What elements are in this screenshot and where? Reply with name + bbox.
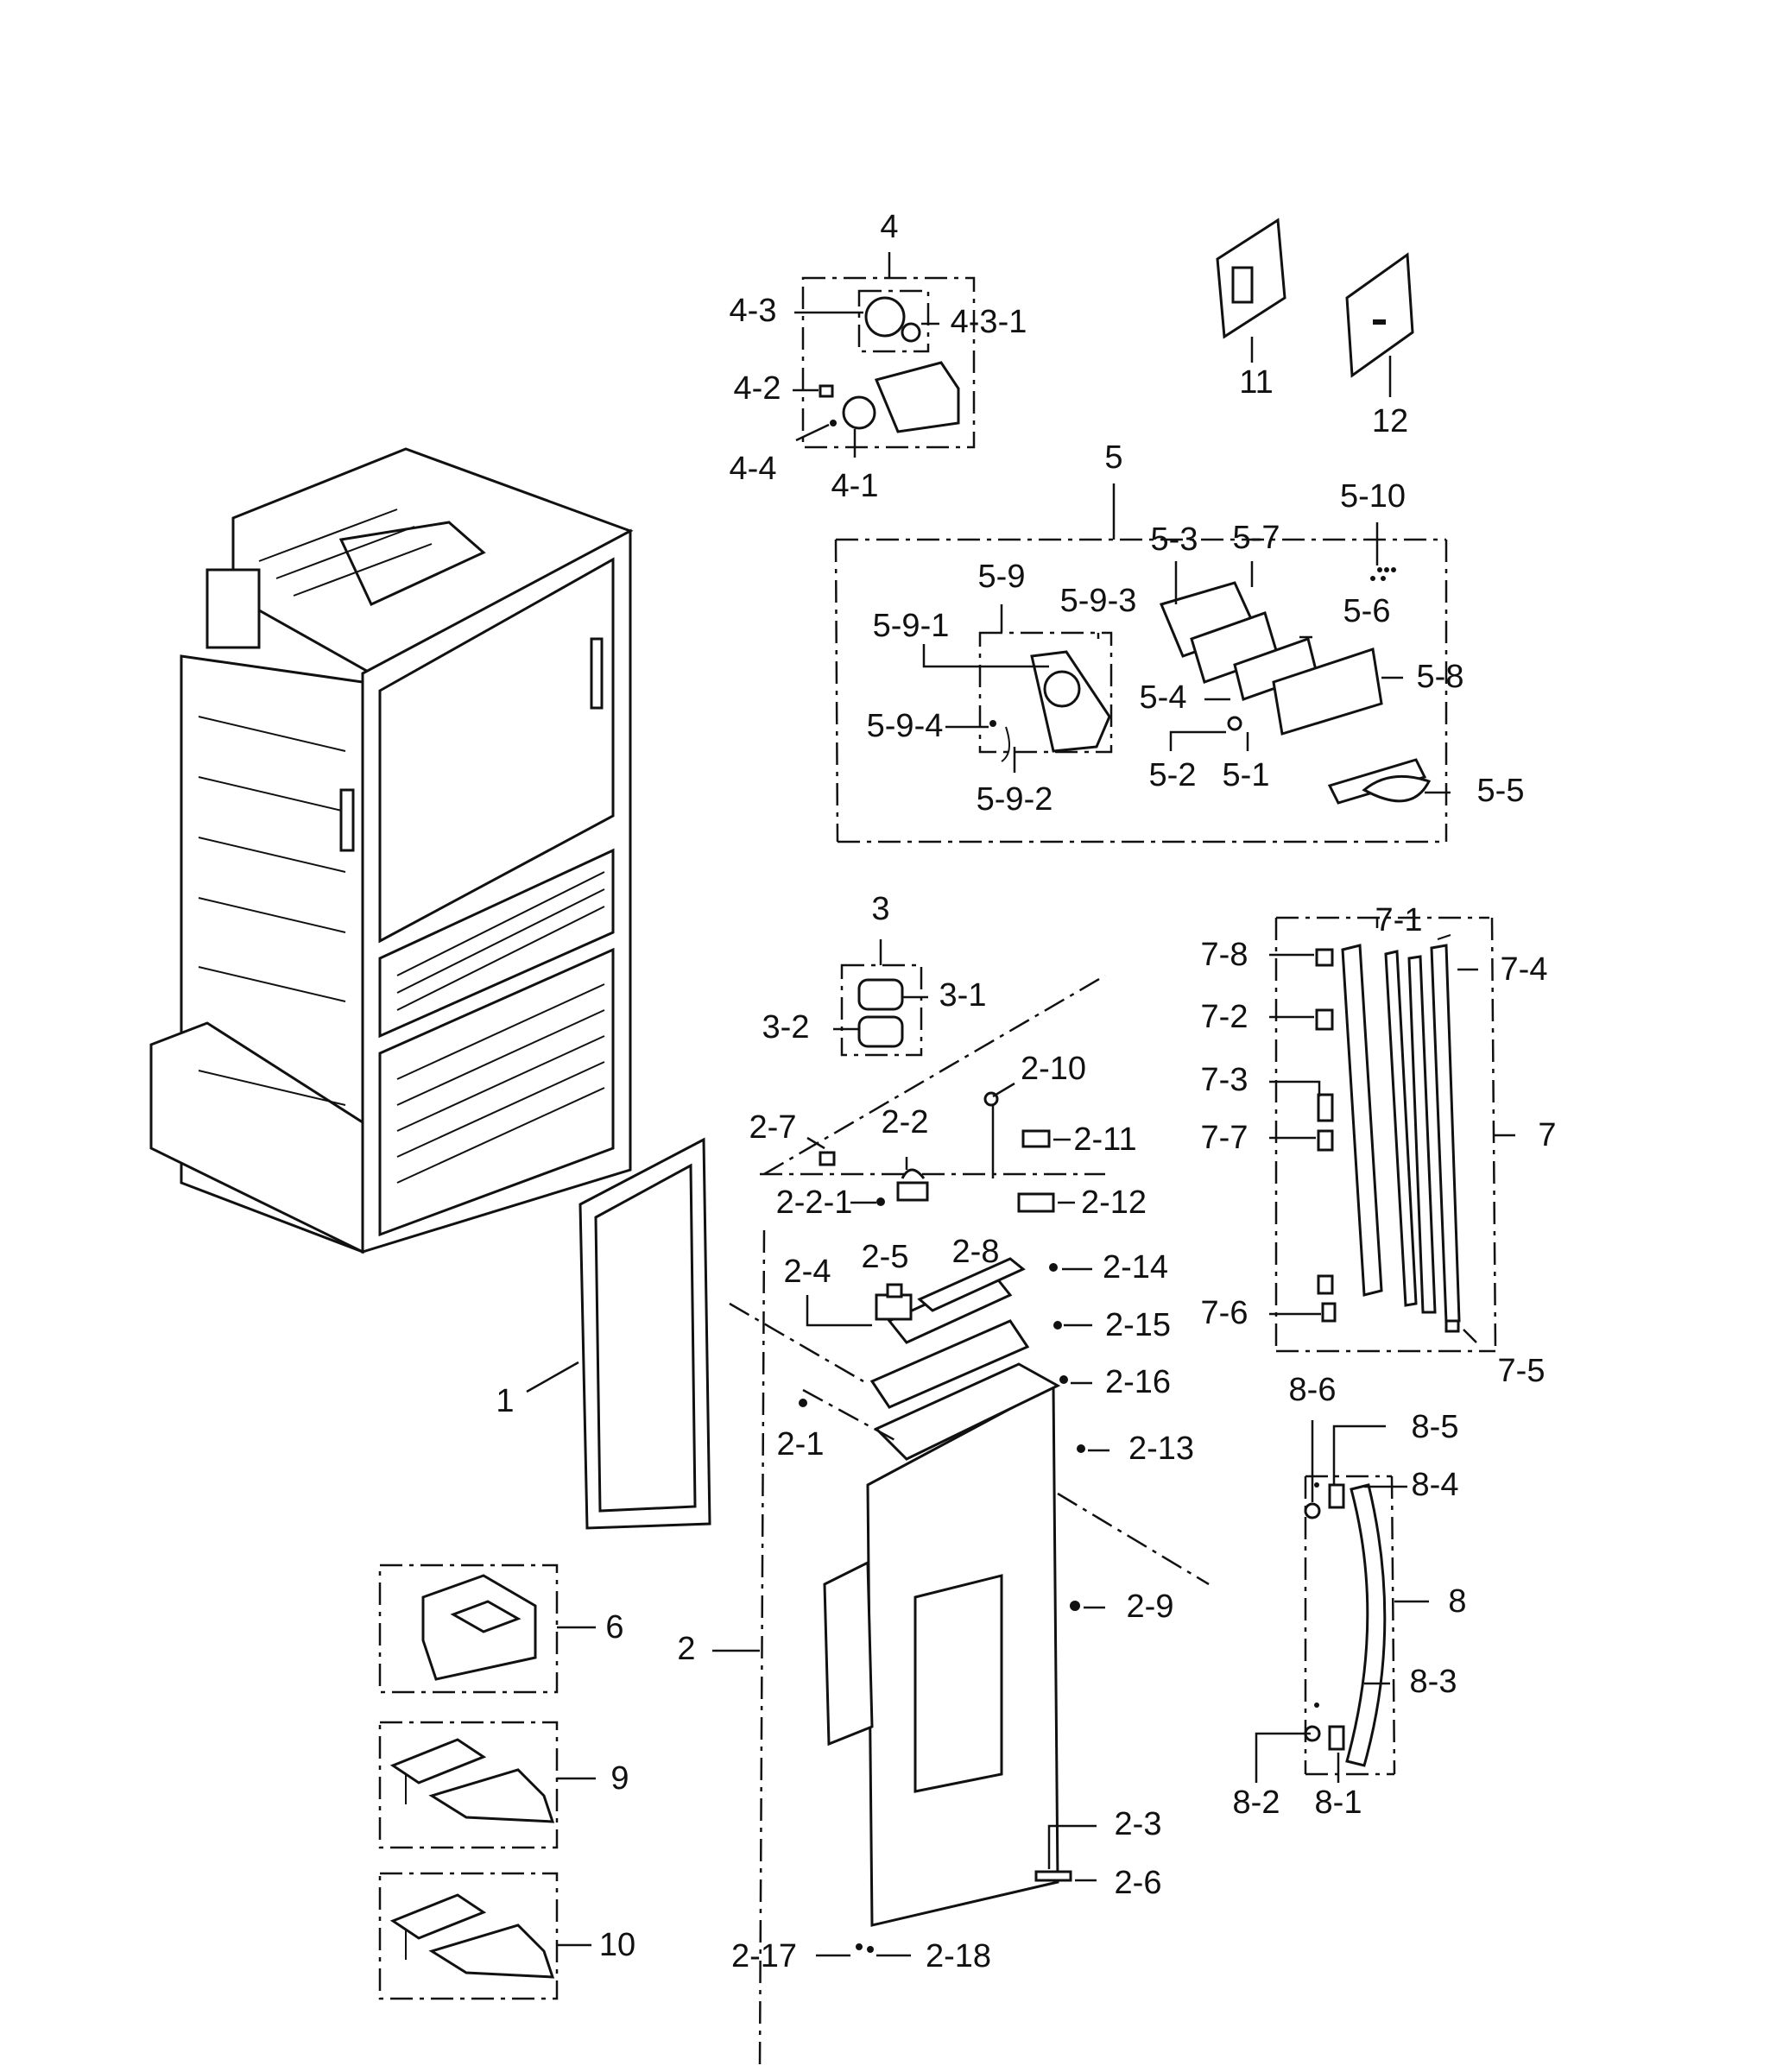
label-5-1: 5-1	[1223, 757, 1270, 793]
label-2-13: 2-13	[1128, 1431, 1194, 1467]
label-2-4: 2-4	[784, 1254, 831, 1290]
label-3-1: 3-1	[939, 977, 987, 1014]
label-5-9-3: 5-9-3	[1060, 583, 1137, 619]
label-5-5: 5-5	[1477, 773, 1525, 809]
door-assembly	[823, 1257, 1061, 1927]
label-7-3: 7-3	[1201, 1062, 1248, 1098]
label-5-9-1: 5-9-1	[873, 608, 950, 644]
label-5-3: 5-3	[1151, 521, 1198, 558]
label-8-6: 8-6	[1289, 1372, 1337, 1408]
label-2-12: 2-12	[1081, 1184, 1147, 1221]
part-6-bin	[421, 1574, 537, 1681]
label-2-3: 2-3	[1115, 1806, 1162, 1842]
part-4-ice-maker-motor	[819, 296, 960, 433]
label-7: 7	[1538, 1117, 1556, 1153]
part-10-bin	[389, 1893, 555, 1979]
label-5-10: 5-10	[1340, 478, 1406, 515]
label-5-9-2: 5-9-2	[977, 781, 1053, 818]
door-small-parts	[799, 1091, 1085, 1953]
label-7-2: 7-2	[1201, 999, 1248, 1035]
part-5-dispenser-panel	[1159, 567, 1432, 805]
label-4-3-1: 4-3-1	[951, 304, 1027, 340]
label-2-17: 2-17	[731, 1938, 797, 1974]
label-3: 3	[871, 891, 889, 927]
label-2-15: 2-15	[1105, 1307, 1171, 1343]
label-7-8: 7-8	[1201, 937, 1248, 973]
part-8-box	[1304, 1475, 1396, 1776]
label-12: 12	[1372, 403, 1408, 439]
label-2-6: 2-6	[1115, 1865, 1162, 1901]
label-6: 6	[605, 1609, 623, 1646]
label-2-18: 2-18	[926, 1938, 991, 1974]
part-7-hinge-rail	[1315, 934, 1461, 1333]
part-11-cover	[1216, 218, 1286, 339]
label-2-16: 2-16	[1105, 1364, 1171, 1400]
label-5-9: 5-9	[978, 559, 1026, 595]
label-2-7: 2-7	[749, 1109, 797, 1146]
label-8-1: 8-1	[1315, 1785, 1362, 1821]
part-12-cover	[1345, 252, 1414, 378]
label-2-14: 2-14	[1103, 1249, 1168, 1286]
label-8-3: 8-3	[1410, 1664, 1457, 1700]
label-5-9-4: 5-9-4	[867, 708, 944, 744]
label-2-2: 2-2	[882, 1104, 929, 1140]
label-7-5: 7-5	[1498, 1353, 1546, 1389]
part-5-box	[834, 538, 1448, 843]
label-2-2-1: 2-2-1	[776, 1184, 853, 1221]
label-10: 10	[599, 1927, 635, 1963]
label-11: 11	[1239, 364, 1273, 401]
label-4-2: 4-2	[734, 370, 781, 407]
label-2-5: 2-5	[862, 1239, 909, 1275]
label-8-4: 8-4	[1412, 1467, 1459, 1503]
label-8: 8	[1448, 1583, 1466, 1620]
label-5: 5	[1104, 439, 1122, 476]
label-7-6: 7-6	[1201, 1295, 1248, 1331]
label-4-4: 4-4	[730, 451, 777, 487]
label-8-5: 8-5	[1412, 1409, 1459, 1445]
label-2-10: 2-10	[1021, 1051, 1086, 1087]
part-7-box	[1274, 916, 1497, 1353]
door-gasket	[578, 1137, 711, 1530]
label-2-1: 2-1	[777, 1426, 825, 1462]
label-1: 1	[496, 1383, 514, 1419]
label-4-1: 4-1	[831, 468, 879, 504]
label-2-8: 2-8	[952, 1234, 1000, 1270]
label-5-6: 5-6	[1343, 593, 1391, 629]
part-3-seals	[857, 978, 904, 1048]
label-7-4: 7-4	[1501, 951, 1548, 988]
label-7-1: 7-1	[1375, 902, 1423, 938]
part-9-bin	[389, 1738, 555, 1823]
label-5-2: 5-2	[1149, 757, 1197, 793]
part-8-door-handle	[1304, 1482, 1387, 1767]
label-8-2: 8-2	[1233, 1785, 1280, 1821]
label-5-4: 5-4	[1140, 679, 1187, 716]
part-5-9-dispenser-lever	[989, 650, 1111, 762]
label-3-2: 3-2	[762, 1009, 810, 1045]
label-7-7: 7-7	[1201, 1120, 1248, 1156]
refrigerator-cabinet	[149, 447, 634, 1254]
label-5-7: 5-7	[1233, 520, 1280, 556]
label-4-3: 4-3	[730, 293, 777, 329]
label-2-9: 2-9	[1127, 1589, 1174, 1625]
label-2: 2	[677, 1631, 695, 1667]
label-5-8: 5-8	[1417, 659, 1464, 695]
label-9: 9	[610, 1760, 629, 1797]
label-2-11: 2-11	[1073, 1121, 1136, 1158]
label-4: 4	[880, 209, 898, 245]
